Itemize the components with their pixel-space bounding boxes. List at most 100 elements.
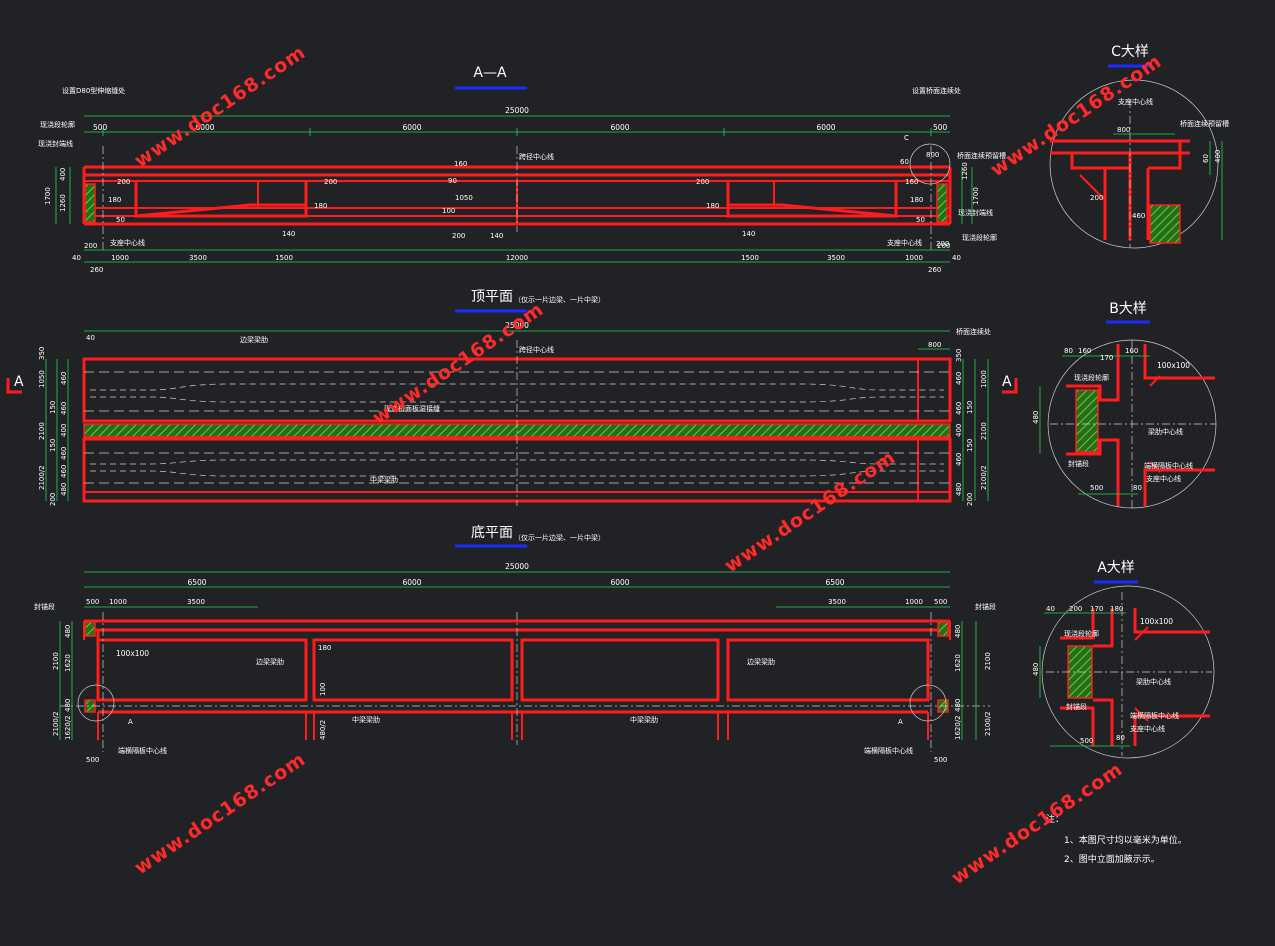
aa-misc-1: 180: [108, 196, 121, 204]
top-right-v-7: 150: [966, 439, 974, 452]
top-label-deck-cont: 桥面连续处: [956, 327, 991, 336]
aa-right-v-0: 1700: [972, 187, 980, 205]
top-label-edge-beam: 边梁梁肋: [240, 335, 268, 344]
detail-b-label-4: 100x100: [1157, 361, 1190, 370]
bottom-left-v-1: 2100: [52, 652, 60, 670]
top-left-v-6: 400: [60, 424, 68, 437]
aa-misc-9: 100: [442, 207, 455, 215]
notes: 注： 1、本图尺寸均以毫米为单位。 2、图中立面加腋示示。: [1046, 813, 1187, 865]
bottom-mark-a-left: A: [128, 718, 133, 726]
aa-b2-2: 3500: [189, 254, 207, 262]
top-right-v-10: 480: [955, 483, 963, 496]
aa-b1-1: 200: [937, 242, 950, 250]
bottom-dim-2-0: 500: [86, 598, 99, 606]
top-right-v-2: 460: [955, 372, 963, 385]
aa-misc-13: 180: [706, 202, 719, 210]
watermark: www.doc168.com: [986, 50, 1165, 181]
detail-a-label-2: 170: [1090, 605, 1103, 613]
top-left-v-7: 150: [49, 439, 57, 452]
bottom-dim-total: 25000: [505, 562, 529, 571]
bottom-label-seal-l: 封锚段: [34, 602, 55, 611]
detail-a-label-6: 480: [1032, 663, 1040, 676]
detail-b-label-9: 端横隔板中心线: [1144, 461, 1193, 470]
detail-c-label-0: 支座中心线: [1118, 97, 1153, 106]
top-right-v-6: 400: [955, 424, 963, 437]
watermark: www.doc168.com: [130, 748, 309, 879]
aa-dim-top-2: 6000: [402, 123, 421, 132]
detail-b-label-3: 160: [1125, 347, 1138, 355]
detail-a-label-4: 100x100: [1140, 617, 1173, 626]
top-label-center: 跨径中心线: [519, 345, 554, 354]
detail-c: C大样 支座中心线 桥面连续预留槽 800 60 400 200 460: [1049, 44, 1229, 249]
detail-b-label-6: 480: [1032, 411, 1040, 424]
top-left-v-4: 460: [60, 402, 68, 415]
aa-dim-top-5: 500: [933, 123, 948, 132]
aa-b2-3: 1500: [275, 254, 293, 262]
bottom-misc-3: 500: [86, 756, 99, 764]
aa-dim-top-4: 6000: [816, 123, 835, 132]
aa-misc-6: 160: [454, 160, 467, 168]
bottom-dim-top-0: 6500: [187, 578, 206, 587]
aa-left-v-1: 1260: [59, 194, 67, 212]
watermark: www.doc168.com: [947, 758, 1126, 889]
aa-misc-14: 140: [742, 230, 755, 238]
aa-label-right-3: 现浇段轮廓: [962, 233, 997, 242]
section-aa: A—A 设置D80型伸缩缝处 设置桥面连续处 25000 500 6000 60…: [38, 65, 1006, 274]
aa-misc-7: 1050: [455, 194, 473, 202]
section-mark-left: A: [14, 374, 24, 390]
aa-support-r: 支座中心线: [887, 238, 922, 247]
watermark: www.doc168.com: [368, 298, 547, 429]
bottom-dim-2-5: 500: [934, 598, 947, 606]
detail-b-label-10: 支座中心线: [1146, 474, 1181, 483]
aa-right-v-1: 1260: [961, 162, 969, 180]
top-dim-40: 40: [86, 334, 95, 342]
section-aa-title: A—A: [473, 65, 507, 81]
detail-b-label-11: 500: [1090, 484, 1103, 492]
detail-a: A大样 40 200 170 180 100x100 现浇段轮廓 480 梁肋中…: [1032, 560, 1215, 759]
detail-b-label-7: 梁肋中心线: [1148, 427, 1183, 436]
bottom-misc-0: 180: [318, 644, 331, 652]
bottom-right-v-5: 1620/2: [954, 715, 962, 740]
top-plan-note: （仅示一片边梁、一片中梁）: [514, 295, 605, 304]
bottom-plan: 底平面 （仅示一片边梁、一片中梁） 25000 6500 6000 6000 6…: [34, 525, 996, 764]
aa-b2-7: 1000: [905, 254, 923, 262]
aa-misc-18: 50: [916, 216, 925, 224]
detail-a-label-7: 梁肋中心线: [1136, 677, 1171, 686]
bottom-mark-a-right: A: [898, 718, 903, 726]
bottom-label-mid-r: 中梁梁肋: [630, 715, 658, 724]
bottom-misc-4: 500: [934, 756, 947, 764]
aa-support-l: 支座中心线: [110, 238, 145, 247]
bottom-label-diaph-l: 端横隔板中心线: [118, 746, 167, 755]
aa-b2-6: 3500: [827, 254, 845, 262]
top-right-v-11: 200: [966, 493, 974, 506]
aa-misc-0: 200: [117, 178, 130, 186]
aa-misc-12: 200: [696, 178, 709, 186]
detail-b-label-0: 80: [1064, 347, 1073, 355]
bottom-left-v-3: 2100/2: [52, 711, 60, 736]
top-left-v-1: 1050: [38, 370, 46, 388]
detail-c-label-3: 60: [1202, 154, 1210, 163]
bottom-misc-2: 480/2: [319, 720, 327, 740]
bottom-label-mid-l: 中梁梁肋: [352, 715, 380, 724]
bottom-label-chamfer: 100x100: [116, 649, 149, 658]
top-left-v-8: 460: [60, 447, 68, 460]
aa-misc-4: 180: [314, 202, 327, 210]
detail-a-label-3: 180: [1110, 605, 1123, 613]
aa-left-v-0: 1700: [44, 187, 52, 205]
bottom-plan-title: 底平面: [471, 525, 513, 541]
aa-b2-0: 40: [72, 254, 81, 262]
aa-misc-2: 50: [116, 216, 125, 224]
top-dim-800: 800: [928, 341, 941, 349]
aa-misc-20: 200: [936, 240, 949, 248]
aa-misc-15: 60: [900, 158, 909, 166]
bottom-dim-top-2: 6000: [610, 578, 629, 587]
detail-c-label-4: 400: [1214, 150, 1222, 163]
bottom-dim-2-4: 1000: [905, 598, 923, 606]
top-label-mid-beam: 中梁梁肋: [370, 475, 398, 484]
aa-b1-0: 200: [84, 242, 97, 250]
detail-b-label-2: 170: [1100, 354, 1113, 362]
aa-misc-3: 200: [324, 178, 337, 186]
bottom-label-seal-r: 封锚段: [975, 602, 996, 611]
detail-c-label-5: 200: [1090, 194, 1103, 202]
